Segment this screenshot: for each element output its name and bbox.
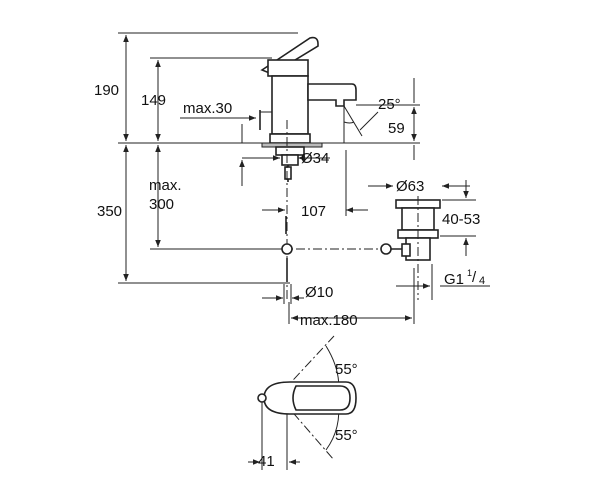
spout-angle-line	[343, 105, 363, 137]
label-max: max.	[149, 177, 182, 194]
label-40-53: 40-53	[442, 211, 480, 228]
elevation-view	[118, 32, 490, 324]
label-190: 190	[94, 82, 119, 99]
body-main	[271, 75, 309, 135]
label-149: 149	[141, 92, 166, 109]
spout	[307, 83, 357, 107]
angle-leader	[359, 111, 379, 131]
waste-side-port	[401, 243, 411, 257]
label-thread-denominator: 4	[479, 275, 485, 287]
body-base	[269, 133, 311, 144]
plan-view	[248, 335, 357, 470]
popup-pivot	[281, 243, 293, 255]
spout-angle-arc	[343, 121, 355, 124]
label-max30: max.30	[183, 100, 232, 117]
label-thread-prefix: G1	[444, 271, 464, 288]
label-d10: Ø10	[305, 284, 333, 301]
label-55-bottom: 55°	[335, 427, 358, 444]
label-d34: Ø34	[301, 150, 329, 167]
popup-ball	[380, 243, 392, 255]
plan-rod	[257, 393, 267, 403]
label-55-top: 55°	[335, 361, 358, 378]
label-thread-slash: /	[472, 269, 477, 286]
body-cap	[267, 59, 309, 77]
label-107: 107	[301, 203, 326, 220]
waste-valve	[368, 180, 490, 300]
label-thread-numerator: 1	[467, 268, 472, 278]
hose-fitting	[284, 166, 292, 180]
label-59: 59	[388, 120, 405, 137]
plan-spout	[292, 385, 351, 411]
mounting-shank	[281, 154, 299, 166]
faucet-body	[259, 36, 357, 282]
label-41: 41	[258, 453, 275, 470]
label-300: 300	[149, 196, 174, 213]
label-max180: max.180	[300, 312, 358, 329]
label-350: 350	[97, 203, 122, 220]
label-25-degrees: 25°	[378, 96, 401, 113]
label-d63: Ø63	[396, 178, 424, 195]
dimension-labels: 190 149 max.30 25° 59 Ø34 max. 300 350 1…	[94, 82, 485, 470]
mounting-nut	[275, 146, 305, 156]
